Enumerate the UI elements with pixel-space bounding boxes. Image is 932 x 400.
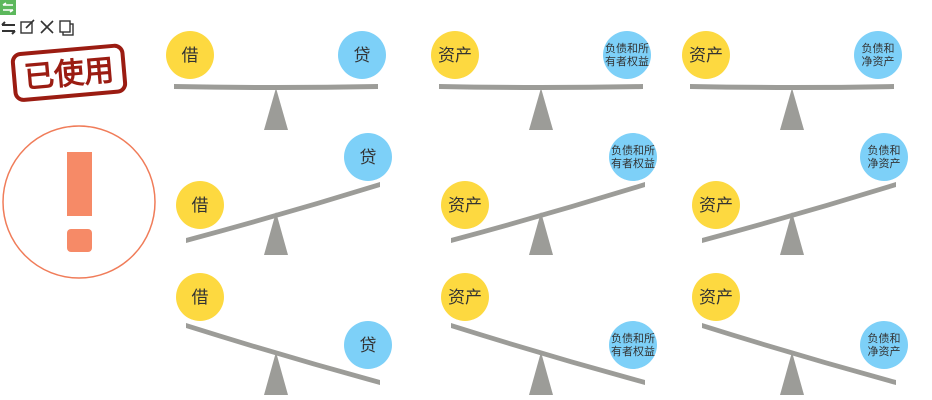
left-pan-circle xyxy=(176,273,224,321)
left-pan-circle xyxy=(441,181,489,229)
left-pan-label: 借 xyxy=(192,196,209,216)
balance-scale: 资产 负债和净资产 xyxy=(682,31,902,130)
fulcrum xyxy=(780,352,804,395)
swap-icon[interactable] xyxy=(1,21,16,35)
right-pan-circle xyxy=(609,133,657,181)
balance-beam xyxy=(702,323,896,385)
balance-beam xyxy=(690,84,894,90)
toolbar xyxy=(0,0,74,36)
right-pan-label: 负债和净资产 xyxy=(868,143,901,170)
balance-beam xyxy=(451,182,645,243)
balance-beam xyxy=(186,323,380,385)
fulcrum xyxy=(780,212,804,255)
right-pan-circle xyxy=(609,321,657,369)
right-pan-label: 负债和所有者权益 xyxy=(605,41,649,68)
balance-scale: 借贷 xyxy=(166,31,386,130)
balance-beam xyxy=(439,84,643,90)
right-pan-label: 负债和所有者权益 xyxy=(611,331,655,358)
right-pan-circle xyxy=(344,133,392,181)
balance-beam xyxy=(174,84,378,90)
balance-scale: 借贷 xyxy=(176,273,392,395)
left-pan-label: 资产 xyxy=(448,288,482,308)
right-pan-circle xyxy=(603,31,651,79)
right-pan-circle xyxy=(860,133,908,181)
left-pan-circle xyxy=(166,31,214,79)
left-pan-circle xyxy=(176,181,224,229)
fulcrum xyxy=(264,88,288,130)
left-pan-circle xyxy=(692,273,740,321)
left-pan-label: 借 xyxy=(182,46,199,66)
right-pan-label: 贷 xyxy=(360,148,377,168)
balance-beam xyxy=(186,182,380,243)
fulcrum xyxy=(264,212,288,255)
right-pan-label: 贷 xyxy=(354,46,371,66)
fulcrum xyxy=(529,212,553,255)
left-pan-circle xyxy=(441,273,489,321)
right-pan-circle xyxy=(338,31,386,79)
right-pan-label: 贷 xyxy=(360,336,377,356)
fulcrum xyxy=(780,88,804,130)
copy-icon[interactable] xyxy=(59,20,74,36)
close-icon[interactable] xyxy=(40,20,54,34)
swap-badge-icon[interactable] xyxy=(0,0,16,15)
left-pan-circle xyxy=(692,181,740,229)
balance-scale: 借贷 xyxy=(176,133,392,255)
right-pan-circle xyxy=(854,31,902,79)
fulcrum xyxy=(529,352,553,395)
balance-scale: 资产 负债和净资产 xyxy=(692,133,908,255)
fulcrum xyxy=(529,88,553,130)
left-pan-label: 资产 xyxy=(699,196,733,216)
right-pan-label: 负债和净资产 xyxy=(868,331,901,358)
balance-scale: 资产 负债和所有者权益 xyxy=(441,133,657,255)
left-pan-label: 资产 xyxy=(448,196,482,216)
warning-icon xyxy=(2,125,156,279)
left-pan-label: 借 xyxy=(192,288,209,308)
used-stamp-text: 已使用 xyxy=(23,53,116,96)
used-stamp: 已使用 xyxy=(10,43,128,102)
fulcrum xyxy=(264,352,288,395)
left-pan-circle xyxy=(682,31,730,79)
right-pan-circle xyxy=(860,321,908,369)
left-pan-label: 资产 xyxy=(438,46,472,66)
left-pan-label: 资产 xyxy=(689,46,723,66)
edit-icon[interactable] xyxy=(20,19,35,34)
right-pan-label: 负债和所有者权益 xyxy=(611,143,655,170)
right-pan-circle xyxy=(344,321,392,369)
balance-beam xyxy=(451,323,645,385)
balance-scale: 资产 负债和所有者权益 xyxy=(431,31,651,130)
right-pan-label: 负债和净资产 xyxy=(862,41,895,68)
left-pan-circle xyxy=(431,31,479,79)
left-pan-label: 资产 xyxy=(699,288,733,308)
balance-beam xyxy=(702,182,896,243)
